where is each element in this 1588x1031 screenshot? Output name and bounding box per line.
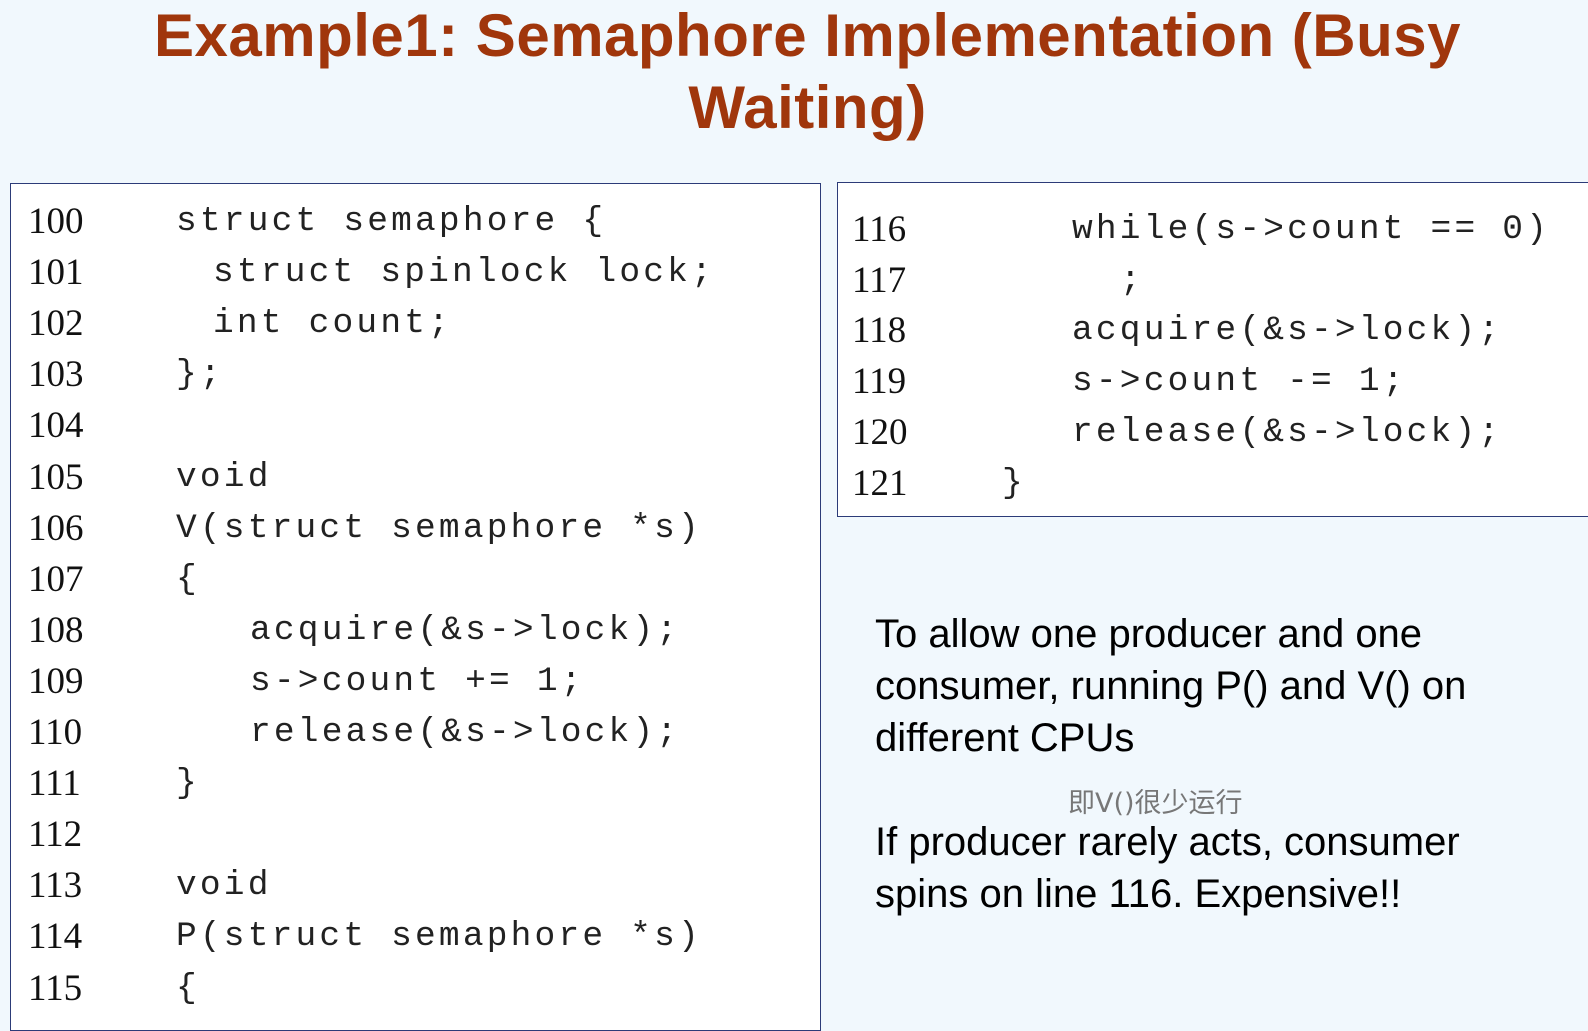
line-number: 113 (28, 865, 83, 907)
code-text: void (176, 866, 272, 906)
description-line: different CPUs (875, 716, 1135, 760)
code-line: 112 (11, 809, 820, 860)
code-line: 107 { (11, 554, 820, 605)
description-paragraph-1: To allow one producer and one consumer, … (875, 608, 1575, 764)
line-number: 121 (852, 462, 908, 504)
description-line: spins on line 116. Expensive!! (875, 872, 1402, 916)
code-line: 105 void (11, 452, 820, 503)
line-number: 105 (28, 456, 84, 498)
slide-title-line-2: Waiting) (688, 74, 927, 141)
line-number: 103 (28, 354, 84, 396)
code-line: 117; (838, 255, 1588, 306)
code-line: 114 P(struct semaphore *s) (11, 911, 820, 962)
code-text: }; (176, 355, 224, 395)
line-number: 111 (28, 763, 81, 805)
code-line: 108 acquire(&s->lock); (11, 605, 820, 656)
code-text: struct semaphore { (176, 202, 607, 241)
code-line: 113 void (11, 860, 820, 911)
code-text: { (176, 968, 200, 1008)
code-text: } (176, 764, 200, 804)
code-line: 102 int count; (11, 298, 820, 349)
description-paragraph-2: If producer rarely acts, consumer spins … (875, 816, 1575, 920)
code-line: 101 struct spinlock lock; (11, 247, 820, 298)
code-text: s->count -= 1; (1072, 362, 1407, 402)
line-number: 104 (28, 405, 84, 447)
code-line: 120 release(&s->lock); (838, 407, 1588, 458)
code-text: int count; (213, 304, 453, 344)
code-text: release(&s->lock); (1072, 412, 1503, 452)
line-number: 112 (28, 814, 83, 856)
code-text: V(struct semaphore *s) (176, 508, 702, 548)
line-number: 100 (28, 201, 84, 242)
code-line: 119 s->count -= 1; (838, 356, 1588, 407)
code-text: ; (1120, 260, 1144, 300)
line-number: 119 (852, 361, 907, 403)
line-number: 120 (852, 411, 908, 453)
code-text: release(&s->lock); (250, 713, 681, 752)
code-text: s->count += 1; (250, 661, 585, 701)
description-line: consumer, running P() and V() on (875, 664, 1467, 708)
line-number: 116 (852, 209, 907, 250)
line-number: 108 (28, 609, 84, 651)
code-line: 115 { (11, 963, 820, 1014)
code-text: while(s->count == 0) (1072, 210, 1551, 249)
code-text: acquire(&s->lock); (1072, 311, 1503, 351)
line-number: 101 (28, 252, 84, 294)
code-line: 121} (838, 458, 1588, 509)
code-line: 110 release(&s->lock); (11, 707, 820, 758)
code-text: } (1002, 463, 1026, 503)
code-text: struct spinlock lock; (213, 253, 715, 293)
code-line: 116 while(s->count == 0) (838, 204, 1588, 255)
line-number: 117 (852, 259, 907, 301)
code-listing-left: 100 struct semaphore { 101 struct spinlock … (10, 183, 821, 1031)
description-line: If producer rarely acts, consumer (875, 820, 1460, 864)
line-number: 107 (28, 558, 84, 600)
slide-title-line-1: Example1: Semaphore Implementation (Busy (153, 2, 1461, 69)
code-line: 103}; (11, 349, 820, 400)
code-line: 111} (11, 758, 820, 809)
line-number: 115 (28, 967, 83, 1009)
code-text: acquire(&s->lock); (250, 610, 681, 650)
line-number: 102 (28, 303, 84, 345)
code-text: void (176, 457, 272, 497)
code-line: 118 acquire(&s->lock); (838, 305, 1588, 356)
code-line: 106 V(struct semaphore *s) (11, 503, 820, 554)
code-line: 109 s->count += 1; (11, 656, 820, 707)
slide-title: Example1: Semaphore Implementation (Busy… (0, 0, 1588, 144)
line-number: 110 (28, 712, 83, 753)
line-number: 106 (28, 507, 84, 549)
code-line: 104 (11, 400, 820, 451)
code-text: { (176, 559, 200, 599)
code-text: P(struct semaphore *s) (176, 917, 702, 957)
description-line: To allow one producer and one (875, 612, 1423, 656)
line-number: 118 (852, 310, 907, 352)
line-number: 114 (28, 916, 83, 958)
line-number: 109 (28, 660, 84, 702)
code-line: 100 struct semaphore { (11, 196, 820, 247)
handwritten-annotation: 即V()很少运行 (1068, 788, 1243, 819)
